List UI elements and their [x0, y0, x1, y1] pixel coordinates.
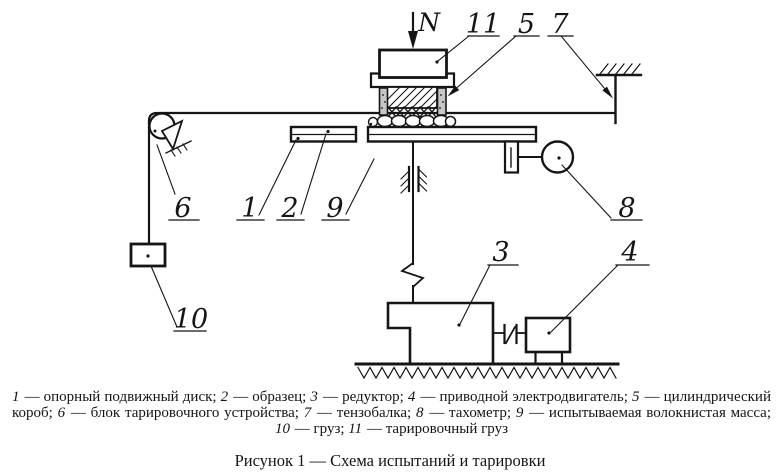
callout-3: 3: [459, 237, 519, 325]
callout-5-label: 5: [518, 9, 535, 40]
callout-6: 6: [156, 144, 200, 224]
support-disk: [289, 125, 538, 143]
callout-5: 5: [447, 9, 540, 97]
piston: [386, 86, 438, 109]
pulley-block: [148, 112, 192, 157]
callout-8: 8: [561, 164, 643, 224]
callout-10: 10: [150, 265, 208, 335]
callout-3-label: 3: [492, 237, 509, 268]
weight-block: [129, 242, 167, 268]
callout-11: 11: [437, 9, 500, 62]
callout-4: 4: [550, 237, 650, 333]
fibrous-mass: [367, 105, 457, 128]
calibration-weight: [369, 48, 456, 89]
callout-9: 9: [321, 158, 375, 224]
callout-2-label: 2: [280, 193, 298, 224]
callout-8-label: 8: [618, 193, 635, 224]
shaft-bearing: [400, 165, 428, 194]
tachometer: [503, 140, 575, 174]
callout-10-label: 10: [174, 304, 208, 335]
force-arrow: N: [408, 8, 441, 49]
ground-hatching: [354, 362, 620, 380]
callout-1: 1: [236, 139, 297, 224]
shaft-coupling: [492, 323, 527, 345]
figure-legend: 1 — опорный подвижный диск; 2 — образец;…: [12, 389, 771, 437]
callout-2: 2: [276, 133, 327, 224]
callout-11-label: 11: [466, 9, 500, 40]
wall-mount: [595, 63, 643, 125]
force-label: N: [417, 8, 441, 37]
callout-9-label: 9: [326, 193, 343, 224]
electric-motor: [524, 316, 572, 366]
drive-shaft: [400, 140, 425, 304]
reducer: [386, 301, 495, 366]
figure-caption: Рисунок 1 — Схема испытаний и тарировки: [234, 451, 546, 470]
callout-7: 7: [547, 9, 613, 99]
calibration-cable: [147, 111, 617, 245]
callout-7-label: 7: [551, 9, 569, 40]
callout-4-label: 4: [620, 237, 638, 268]
callout-1-label: 1: [241, 193, 258, 224]
callout-6-label: 6: [174, 193, 191, 224]
diagram-canvas: N: [129, 8, 650, 380]
